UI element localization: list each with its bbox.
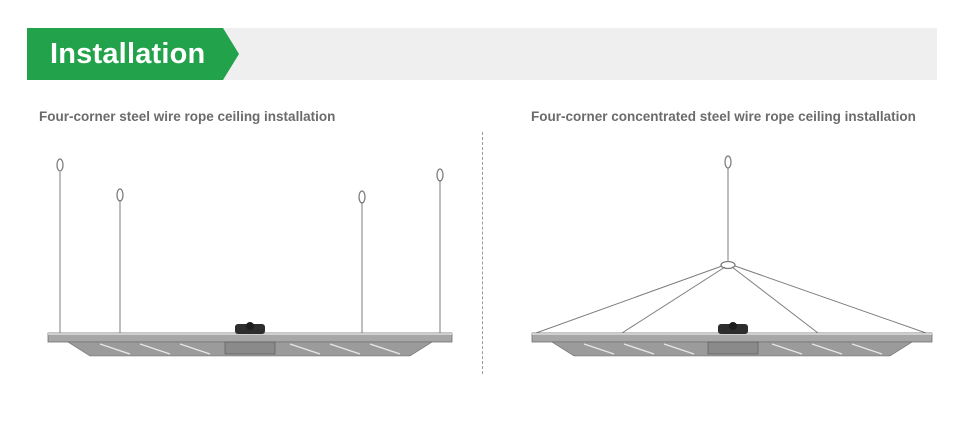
wire-rope [731,266,819,334]
wire-rope [535,265,723,334]
light-fixture [47,322,453,357]
hook-icon [116,188,124,202]
light-fixture [531,322,933,357]
section-header-tab: Installation [27,28,239,80]
hook-icon [56,158,64,172]
left-panel-caption: Four-corner steel wire rope ceiling inst… [39,109,336,124]
section-title: Installation [50,38,206,70]
panel-divider [482,132,483,374]
four-corner-installation-illustration [47,158,453,357]
concentrated-installation-illustration [531,155,933,357]
hook-icon [436,168,444,182]
wire-rope [621,266,726,334]
tab-arrow-shape [27,28,239,80]
wire-rope [734,265,927,334]
hook-icon [724,155,732,169]
right-panel-caption: Four-corner concentrated steel wire rope… [531,109,916,124]
hook-icon [358,190,366,204]
ring-icon [720,260,736,270]
